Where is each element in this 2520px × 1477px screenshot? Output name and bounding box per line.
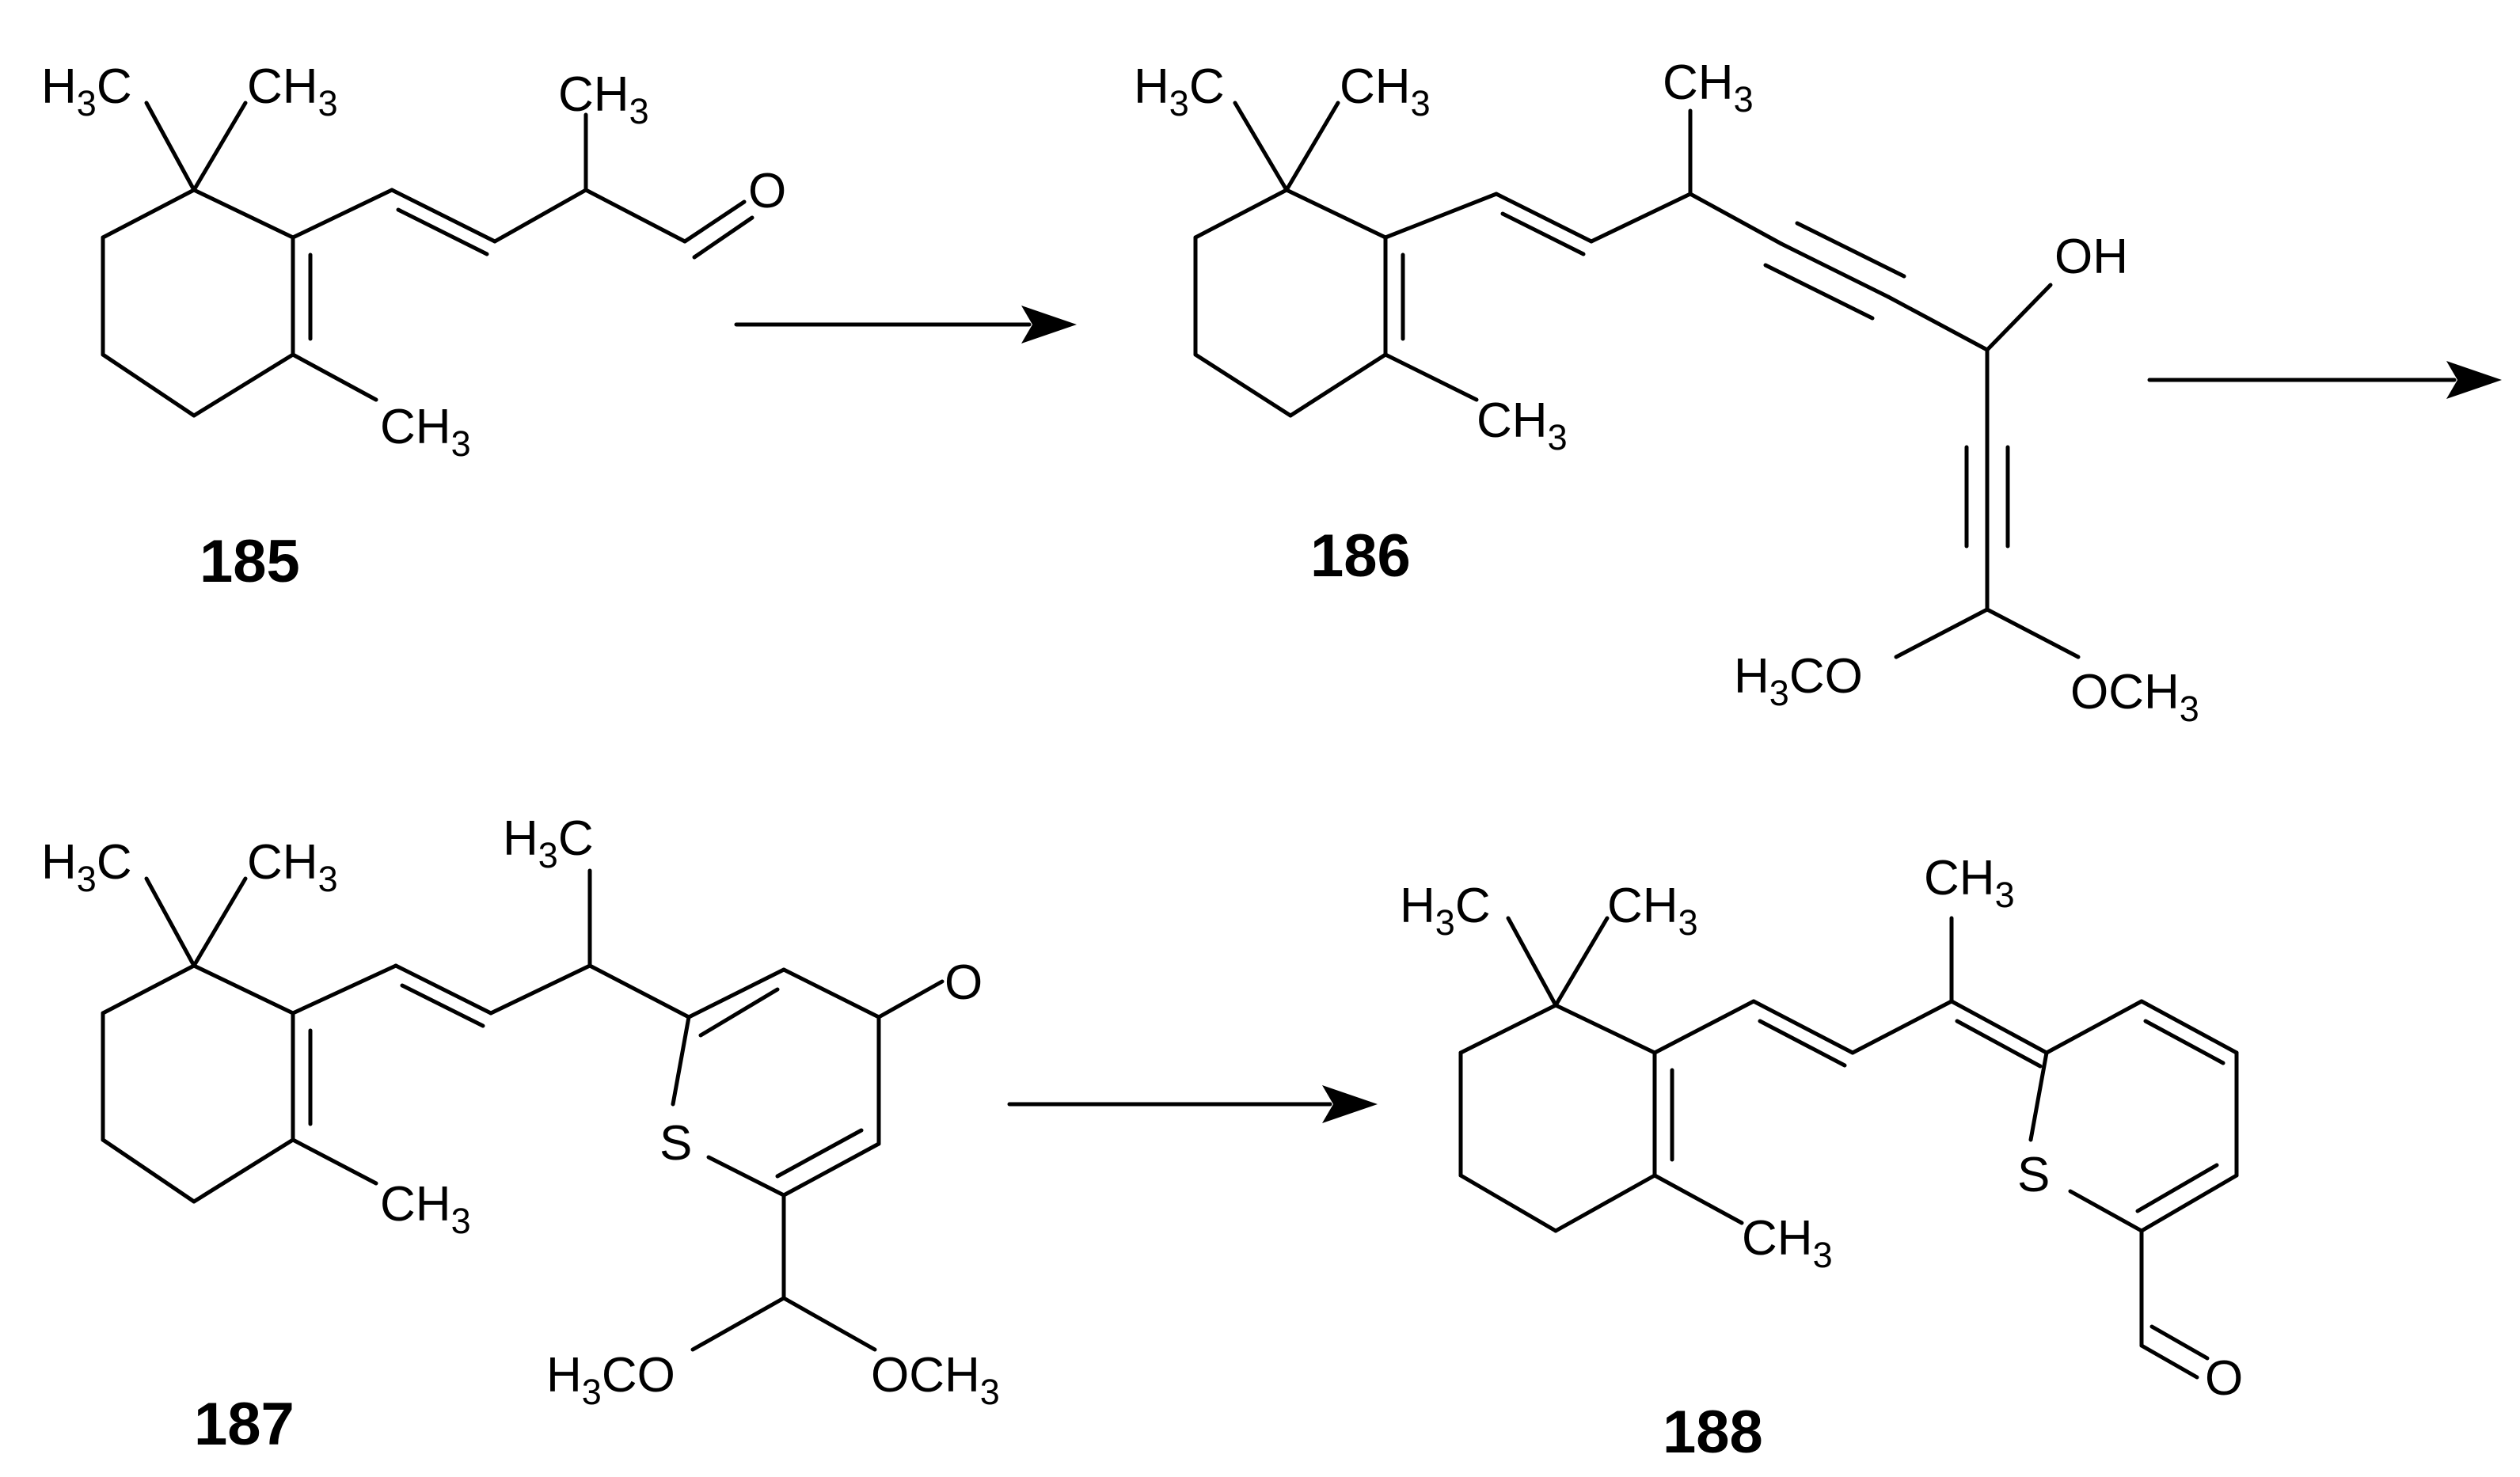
compound-label-188: 188 (1663, 1399, 1763, 1466)
ring-sulfur-187: S (659, 1116, 692, 1171)
bonds-187 (101, 868, 945, 1352)
reaction-arrow-2 (2147, 361, 2502, 399)
reaction-arrow-3 (1007, 1085, 1378, 1123)
compound-187: H3C CH3 CH3 H3C O S H3CO OCH3 187 (41, 811, 1000, 1458)
och3-group-186: OCH3 (2070, 665, 2199, 729)
compound-label-185: 185 (200, 528, 300, 595)
ch3-vinyl-188: CH3 (1742, 1211, 1833, 1275)
bonds-185 (101, 101, 754, 418)
bonds-186 (1193, 101, 2081, 659)
aldehyde-oxygen-185: O (748, 164, 786, 218)
h3c-group-185: H3C (41, 59, 132, 123)
ring-sulfur-188: S (2017, 1148, 2050, 1202)
ch3-group-187: CH3 (247, 835, 338, 899)
reaction-arrow-1 (734, 306, 1077, 344)
ketone-oxygen-187: O (945, 955, 983, 1010)
h3c-group-188: H3C (1400, 879, 1491, 943)
aldehyde-oxygen-188: O (2205, 1351, 2243, 1406)
ch3-group-188: CH3 (1607, 879, 1698, 943)
compound-label-187: 187 (194, 1391, 295, 1458)
bonds-188 (1458, 916, 2239, 1380)
ch3-methyl-188: CH3 (1924, 851, 2015, 915)
compound-188: H3C CH3 CH3 CH3 S O 188 (1400, 851, 2243, 1466)
compound-186: H3C CH3 CH3 CH3 OH H3CO OCH3 186 (1134, 55, 2199, 729)
h3c-group-186: H3C (1134, 59, 1225, 123)
och3-group-187: OCH3 (871, 1348, 1000, 1412)
h3co-group-186: H3CO (1734, 649, 1863, 713)
ch3-vinyl-185: CH3 (380, 400, 471, 464)
ch3-group-185: CH3 (247, 59, 338, 123)
h3c-methyl-187: H3C (503, 811, 594, 875)
ch3-group-186: CH3 (1340, 59, 1431, 123)
ch3-methyl-185: CH3 (558, 67, 649, 131)
hydroxyl-186: OH (2054, 230, 2128, 284)
compound-185: H3C CH3 CH3 CH3 O 185 (41, 59, 786, 595)
compound-label-186: 186 (1310, 522, 1411, 590)
ch3-vinyl-187: CH3 (380, 1177, 471, 1241)
ch3-methyl-186: CH3 (1663, 55, 1754, 120)
ch3-vinyl-186: CH3 (1477, 393, 1568, 458)
h3co-group-187: H3CO (546, 1348, 675, 1412)
h3c-group-187: H3C (41, 835, 132, 899)
